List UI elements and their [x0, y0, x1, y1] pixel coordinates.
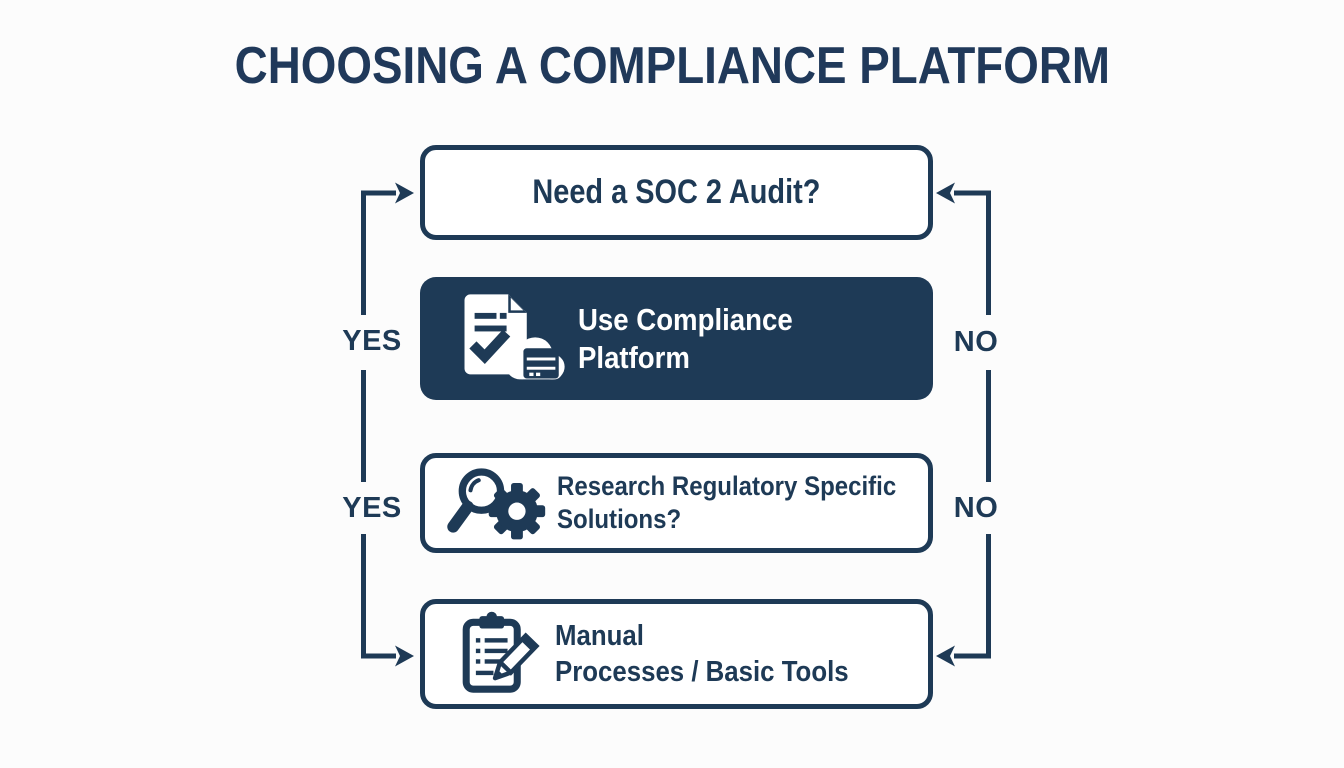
arrow-into-soc2-left-icon — [395, 182, 414, 204]
node-manual-label: Manual Processes / Basic Tools — [555, 619, 849, 688]
right-no-rail — [954, 190, 991, 659]
node-manual-processes: Manual Processes / Basic Tools — [420, 599, 933, 709]
node-soc2-audit: Need a SOC 2 Audit? — [420, 145, 933, 240]
page-title: CHOOSING A COMPLIANCE PLATFORM — [0, 36, 1344, 96]
magnifier-gear-icon — [447, 468, 546, 540]
arrow-into-soc2-right-icon — [936, 182, 955, 204]
magnifier-icon — [447, 468, 505, 533]
yes-label-1: YES — [342, 325, 402, 357]
node-platform-label: Use Compliance Platform — [578, 302, 793, 375]
yes-label-2: YES — [342, 492, 402, 524]
clipboard-pencil-icon — [462, 611, 540, 693]
node-research-solutions: Research Regulatory Specific Solutions? — [420, 453, 933, 553]
pencil-icon — [492, 632, 540, 681]
left-arrowheads — [395, 182, 414, 667]
document-check-cloud-icon — [464, 293, 565, 379]
no-label-2: NO — [953, 492, 999, 524]
arrow-into-manual-left-icon — [395, 645, 414, 667]
node-research-label: Research Regulatory Specific Solutions? — [557, 471, 897, 534]
left-yes-rail — [361, 190, 396, 659]
node-use-compliance-platform: Use Compliance Platform — [420, 277, 933, 400]
gear-icon — [488, 482, 546, 540]
arrow-into-manual-right-icon — [936, 645, 955, 667]
page-title-text: CHOOSING A COMPLIANCE PLATFORM — [234, 37, 1110, 95]
cloud-server-icon — [505, 336, 565, 379]
right-arrowheads — [936, 182, 955, 667]
node-soc2-label: Need a SOC 2 Audit? — [532, 173, 821, 211]
no-label-1: NO — [953, 326, 999, 358]
